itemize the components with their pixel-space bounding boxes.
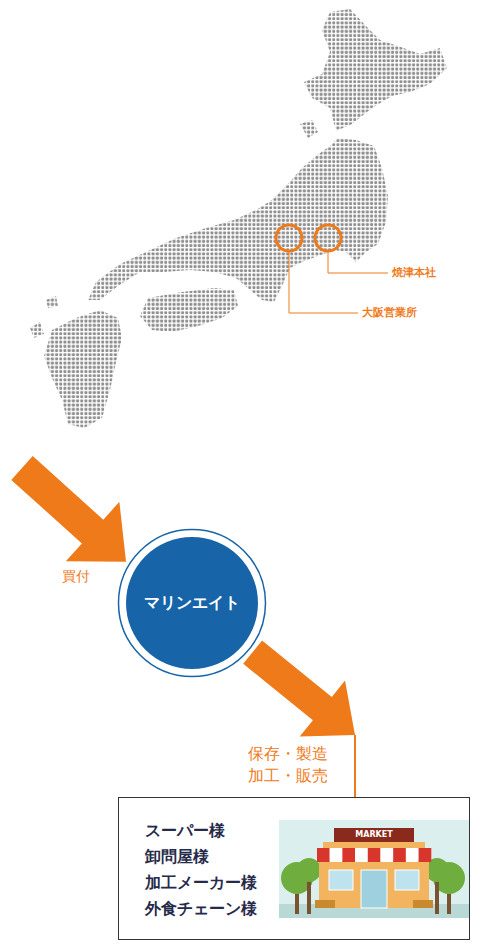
flow-arrow xyxy=(243,640,355,797)
map-land xyxy=(30,9,447,428)
customer-box: スーパー様卸問屋様加工メーカー様外食チェーン様 MARKET xyxy=(118,797,470,940)
leader-line xyxy=(289,252,358,313)
edge-label: 保存・製造 加工・販売 xyxy=(248,743,338,787)
company-circle: マリンエイト xyxy=(117,528,267,678)
leader-line xyxy=(328,252,388,273)
office-label: 焼津本社 xyxy=(392,265,436,280)
office-markers xyxy=(276,225,388,313)
customer-item: 加工メーカー様 xyxy=(145,870,257,896)
customer-item: 卸問屋様 xyxy=(145,844,209,870)
customer-item: 外食チェーン様 xyxy=(145,896,257,922)
sign-text: MARKET xyxy=(334,829,414,841)
flow-label: 買付 xyxy=(62,568,90,586)
company-name: マリンエイト xyxy=(144,593,240,614)
osaka-marker xyxy=(276,225,302,251)
yaizu-marker xyxy=(315,225,341,251)
office-label: 大阪営業所 xyxy=(362,305,417,320)
customer-item: スーパー様 xyxy=(145,818,225,844)
